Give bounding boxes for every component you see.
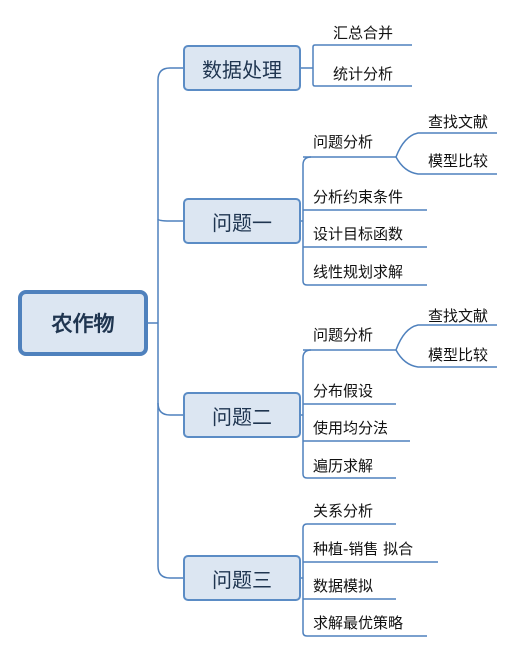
connector-b3-sub <box>395 324 497 368</box>
branch-node-problem-2[interactable]: 问题二 <box>183 392 301 438</box>
leaf-b1-1[interactable]: 汇总合并 <box>333 24 394 42</box>
leaf-b4-2[interactable]: 种植-销售 拟合 <box>313 540 414 558</box>
branch-node-data-processing[interactable]: 数据处理 <box>183 45 301 91</box>
leaf-b4-1[interactable]: 关系分析 <box>313 502 374 520</box>
leaf-b3-1[interactable]: 问题分析 <box>313 326 374 344</box>
branch-node-problem-3[interactable]: 问题三 <box>183 555 301 601</box>
connector-b1-bracket <box>301 44 316 87</box>
leaf-b2-4[interactable]: 线性规划求解 <box>313 263 404 281</box>
connector-b4-bracket <box>301 523 308 637</box>
leaf-b2-3[interactable]: 设计目标函数 <box>313 225 404 243</box>
connector-trunk <box>157 67 171 579</box>
leaf-b2-1[interactable]: 问题分析 <box>313 133 374 151</box>
leaf-b2-1-2[interactable]: 模型比较 <box>428 152 489 170</box>
leaf-b4-3[interactable]: 数据模拟 <box>313 577 374 595</box>
leaf-b1-2[interactable]: 统计分析 <box>333 65 394 83</box>
connector-b2-sub <box>395 132 497 175</box>
leaf-b3-1-1[interactable]: 查找文献 <box>428 307 489 325</box>
branch-node-problem-1[interactable]: 问题一 <box>183 198 301 244</box>
connector-b2-bracket <box>301 156 312 286</box>
leaf-b3-2[interactable]: 分布假设 <box>313 382 374 400</box>
connector-branch-2 <box>157 218 183 222</box>
leaf-b2-1-1[interactable]: 查找文献 <box>428 113 489 131</box>
leaf-b3-4[interactable]: 遍历求解 <box>313 457 374 475</box>
leaf-b4-4[interactable]: 求解最优策略 <box>313 614 404 632</box>
connector-branch-3 <box>157 402 183 416</box>
root-node[interactable]: 农作物 <box>18 290 148 356</box>
connector-b3-bracket <box>301 349 312 479</box>
leaf-b3-1-2[interactable]: 模型比较 <box>428 346 489 364</box>
leaf-b2-2[interactable]: 分析约束条件 <box>313 188 404 206</box>
leaf-b3-3[interactable]: 使用均分法 <box>313 419 389 437</box>
